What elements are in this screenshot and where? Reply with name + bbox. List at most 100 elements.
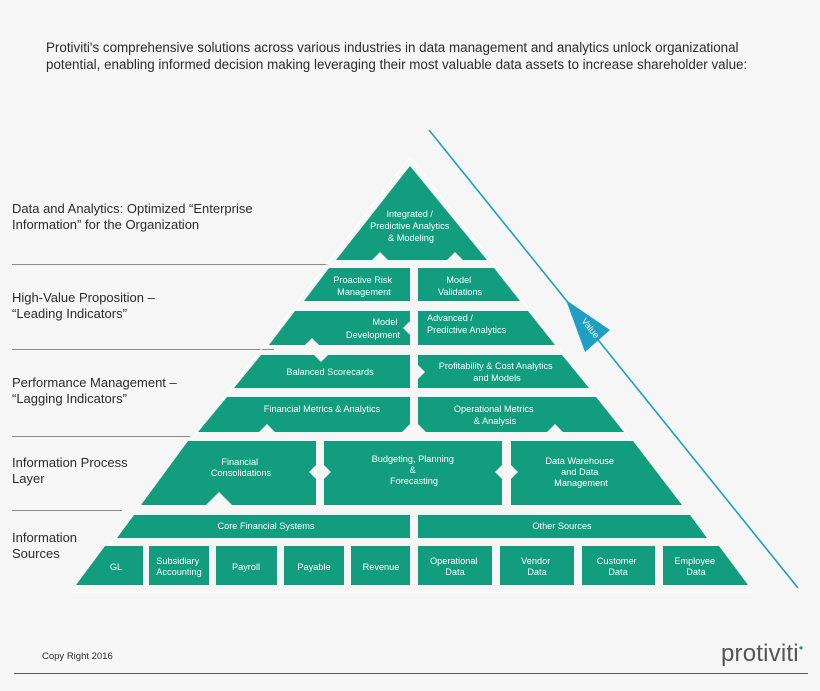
block-text-line: and Models bbox=[473, 373, 521, 383]
block-text-line: Management bbox=[554, 478, 608, 488]
block-text-line: & bbox=[410, 465, 416, 475]
block-text-line: Data Warehouse bbox=[545, 456, 614, 466]
block-operational-metrics-text: Operational Metrics & Analysis bbox=[454, 404, 536, 426]
block-data-warehouse bbox=[511, 441, 682, 505]
block-financial-metrics bbox=[198, 397, 410, 432]
block-text-line: Customer bbox=[597, 556, 637, 566]
level-label-line: Performance Management – bbox=[12, 375, 177, 390]
level-label-high-value: High-Value Proposition – “Leading Indica… bbox=[12, 290, 155, 322]
block-model-development bbox=[269, 311, 410, 345]
block-text-line: Accounting bbox=[156, 567, 201, 577]
block-financial-consolidations-text: Financial Consolidations bbox=[211, 457, 272, 478]
block-text-line: & Modeling bbox=[388, 233, 434, 243]
level-divider bbox=[12, 510, 122, 511]
block-text-line: Validations bbox=[438, 287, 483, 297]
level-label-information-process: Information Process Layer bbox=[12, 455, 128, 487]
pyramid-outline bbox=[72, 156, 752, 593]
level-divider bbox=[12, 436, 190, 437]
block-text-line: Development bbox=[346, 330, 401, 340]
block-gl bbox=[76, 546, 143, 585]
block-integrated-predictive bbox=[336, 166, 487, 260]
block-text-line: Data bbox=[686, 567, 706, 577]
block-text-line: Revenue bbox=[363, 562, 400, 572]
level-label-line: Sources bbox=[12, 546, 60, 561]
level-label-line: Layer bbox=[12, 471, 45, 486]
block-vendor-data bbox=[500, 546, 574, 585]
block-other-sources-text: Other Sources bbox=[532, 521, 592, 531]
block-text-line: Data bbox=[608, 567, 628, 577]
level-label-line: Data and Analytics: Optimized “Enterpris… bbox=[12, 201, 253, 216]
block-operational-data-text: Operational Data bbox=[430, 556, 480, 577]
block-employee-data bbox=[663, 546, 748, 585]
block-customer-data-text: Customer Data bbox=[597, 556, 639, 577]
block-text-line: Payroll bbox=[232, 562, 260, 572]
level-divider bbox=[12, 264, 328, 265]
block-customer-data bbox=[582, 546, 655, 585]
block-advanced-predictive-text: Advanced / Predictive Analytics bbox=[427, 313, 507, 335]
block-text-line: Data bbox=[445, 567, 465, 577]
block-subsidiary bbox=[149, 546, 209, 585]
block-text-line: Subsidiary bbox=[156, 556, 199, 566]
block-text-line: and Data bbox=[561, 467, 599, 477]
block-text-line: Operational Metrics bbox=[454, 404, 534, 414]
block-data-warehouse-text: Data Warehouse and Data Management bbox=[545, 456, 616, 488]
block-vendor-data-text: Vendor Data bbox=[521, 556, 553, 577]
level-label-line: Information” for the Organization bbox=[12, 217, 200, 232]
value-arrow-line bbox=[428, 129, 799, 589]
block-operational-data bbox=[418, 546, 492, 585]
block-text-line: Financial bbox=[221, 457, 258, 467]
block-balanced-scorecards-text: Balanced Scorecards bbox=[286, 367, 374, 377]
level-label-line: High-Value Proposition – bbox=[12, 290, 155, 305]
copyright-text: Copy Right 2016 bbox=[42, 651, 113, 662]
block-text-line: Predictive Analytics bbox=[427, 325, 507, 335]
block-text-line: Model bbox=[446, 275, 471, 285]
block-core-financial-text: Core Financial Systems bbox=[217, 521, 314, 531]
block-text-line: Management bbox=[337, 287, 391, 297]
value-arrow-head bbox=[566, 300, 610, 352]
logo-mark-icon: • bbox=[798, 641, 804, 655]
block-model-validations bbox=[418, 268, 520, 301]
level-label-line: “Leading Indicators” bbox=[12, 306, 127, 321]
block-gl-text: GL bbox=[110, 562, 122, 572]
block-text-line: Budgeting, Planning bbox=[372, 454, 454, 464]
block-proactive-risk-text: Proactive Risk Management bbox=[333, 275, 394, 297]
block-text-line: Proactive Risk bbox=[333, 275, 392, 285]
block-text-line: Financial Metrics & Analytics bbox=[264, 404, 381, 414]
block-other-sources bbox=[418, 515, 707, 538]
block-text-line: Profitability & Cost Analytics bbox=[439, 361, 553, 371]
intro-text: Protiviti's comprehensive solutions acro… bbox=[46, 40, 748, 72]
block-profitability bbox=[418, 355, 589, 388]
block-text-line: Forecasting bbox=[390, 476, 438, 486]
level-label-line: Information bbox=[12, 530, 78, 545]
block-budgeting-text: Budgeting, Planning & Forecasting bbox=[372, 454, 457, 486]
block-integrated-predictive-text: Integrated / Predictive Analytics & Mode… bbox=[370, 209, 452, 243]
block-text-line: Balanced Scorecards bbox=[286, 367, 374, 377]
block-revenue-text: Revenue bbox=[363, 562, 400, 572]
block-balanced-scorecards bbox=[234, 355, 410, 388]
level-label-data-analytics: Data and Analytics: Optimized “Enterpris… bbox=[12, 201, 253, 233]
block-model-validations-text: Model Validations bbox=[438, 275, 483, 297]
block-text-line: Other Sources bbox=[532, 521, 592, 531]
block-payroll bbox=[216, 546, 277, 585]
block-employee-data-text: Employee Data bbox=[674, 556, 717, 577]
block-payable bbox=[284, 546, 344, 585]
block-text-line: Consolidations bbox=[211, 468, 272, 478]
level-label-performance: Performance Management – “Lagging Indica… bbox=[12, 375, 177, 407]
block-payroll-text: Payroll bbox=[232, 562, 260, 572]
block-financial-consolidations bbox=[141, 441, 316, 505]
block-text-line: Employee bbox=[674, 556, 715, 566]
block-text-line: Core Financial Systems bbox=[217, 521, 314, 531]
block-core-financial bbox=[117, 515, 410, 538]
block-text-line: Vendor bbox=[521, 556, 550, 566]
block-text-line: Advanced / bbox=[427, 313, 473, 323]
protiviti-logo: protiviti• bbox=[721, 640, 803, 668]
logo-text: protiviti bbox=[721, 640, 799, 667]
level-label-line: Information Process bbox=[12, 455, 128, 470]
block-payable-text: Payable bbox=[297, 562, 330, 572]
block-text-line: Integrated / bbox=[386, 209, 433, 219]
block-text-line: Model bbox=[372, 317, 397, 327]
block-text-line: & Analysis bbox=[474, 416, 517, 426]
block-revenue bbox=[351, 546, 410, 585]
block-text-line: Operational bbox=[430, 556, 478, 566]
